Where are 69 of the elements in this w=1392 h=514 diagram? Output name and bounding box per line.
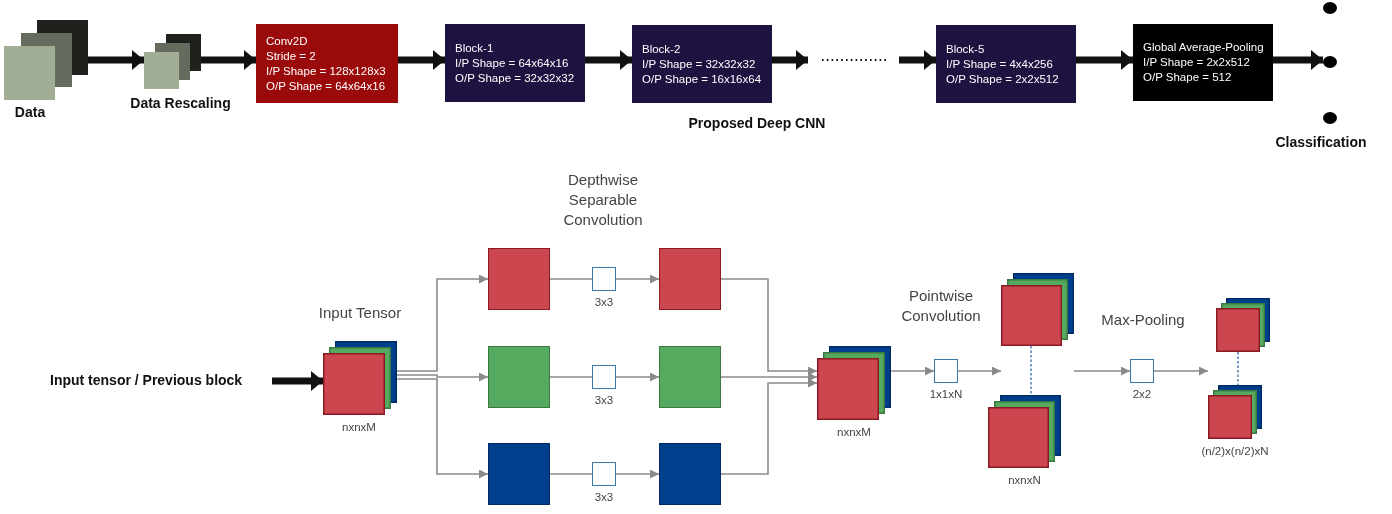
arrow [398, 50, 445, 70]
arrow [615, 372, 660, 382]
layer-shape-text: Stride = 2 [266, 48, 317, 64]
stage-label: Classification [1275, 134, 1367, 150]
layer-shape-text: I/P Shape = 64x64x16 [455, 55, 570, 71]
feature-map-square [659, 248, 721, 310]
arrow [890, 366, 935, 376]
layer-shape-text: I/P Shape = 32x32x32 [642, 56, 757, 72]
arrow [88, 50, 144, 70]
section-heading: Max-Pooling [1100, 311, 1186, 328]
connector-line [549, 376, 593, 378]
input-label: Input tensor / Previous block [50, 372, 243, 388]
layer-shape-text: O/P Shape = 64x64x16 [266, 78, 387, 94]
arrow [615, 469, 660, 479]
size-label: 3x3 [594, 491, 614, 503]
size-label: 3x3 [594, 394, 614, 406]
feature-map-square [659, 346, 721, 408]
size-label: 1x1xN [929, 388, 963, 400]
layer-box [936, 25, 1076, 103]
arrow [720, 278, 818, 376]
layer-box [445, 24, 585, 102]
arrow [1076, 50, 1133, 70]
layer-shape-text: O/P Shape = 16x16x64 [642, 71, 762, 87]
layer-shape-text: O/P Shape = 512 [1143, 70, 1233, 85]
section-heading: Pointwise Convolution [900, 286, 982, 326]
stage-label: Data [14, 104, 46, 120]
dashed-connector [1237, 351, 1239, 386]
layer-name: Block-1 [455, 40, 495, 56]
layer-name: Block-2 [642, 41, 682, 57]
arrow [1273, 50, 1323, 70]
feature-map-square [659, 443, 721, 505]
layer-box [632, 25, 772, 103]
layer-shape-text: O/P Shape = 2x2x512 [946, 71, 1060, 87]
layer-name: Conv2D [266, 33, 309, 49]
size-label: nxnxM [837, 426, 871, 438]
size-label: 2x2 [1132, 388, 1152, 400]
group-caption: Proposed Deep CNN [687, 115, 827, 131]
layer-box [1133, 24, 1273, 101]
connector-line [549, 473, 593, 475]
layer-shape-text: I/P Shape = 4x4x256 [946, 56, 1054, 72]
feature-map-square [488, 248, 550, 310]
layer-shape-text: I/P Shape = 2x2x512 [1143, 55, 1251, 70]
arrow [396, 372, 489, 382]
feature-map-square [488, 443, 550, 505]
layer-box [256, 24, 398, 103]
layer-name: Block-5 [946, 41, 986, 57]
section-heading: Depthwise Separable Convolution [562, 170, 644, 230]
arrow [720, 378, 818, 475]
size-label: nxnxN [1008, 474, 1041, 486]
dashed-connector [1030, 345, 1032, 396]
feature-map-square [488, 346, 550, 408]
connector-line [549, 278, 593, 280]
arrow [585, 50, 632, 70]
arrow [396, 274, 489, 372]
stage-label: Data Rescaling [130, 95, 231, 111]
arrow [957, 366, 1002, 376]
size-label: (n/2)x(n/2)xN [1201, 445, 1269, 457]
size-label: nxnxM [342, 421, 376, 433]
arrow [1073, 366, 1131, 376]
arrow [615, 274, 660, 284]
arrow [201, 50, 256, 70]
layer-name: Global Average-Pooling [1143, 40, 1263, 55]
arrow [720, 372, 818, 382]
layer-shape-text: I/P Shape = 128x128x3 [266, 63, 387, 79]
section-heading: Input Tensor [318, 304, 402, 321]
arrow [1153, 366, 1209, 376]
layer-shape-text: O/P Shape = 32x32x32 [455, 70, 575, 86]
arrow [396, 378, 489, 479]
size-label: 3x3 [594, 296, 614, 308]
